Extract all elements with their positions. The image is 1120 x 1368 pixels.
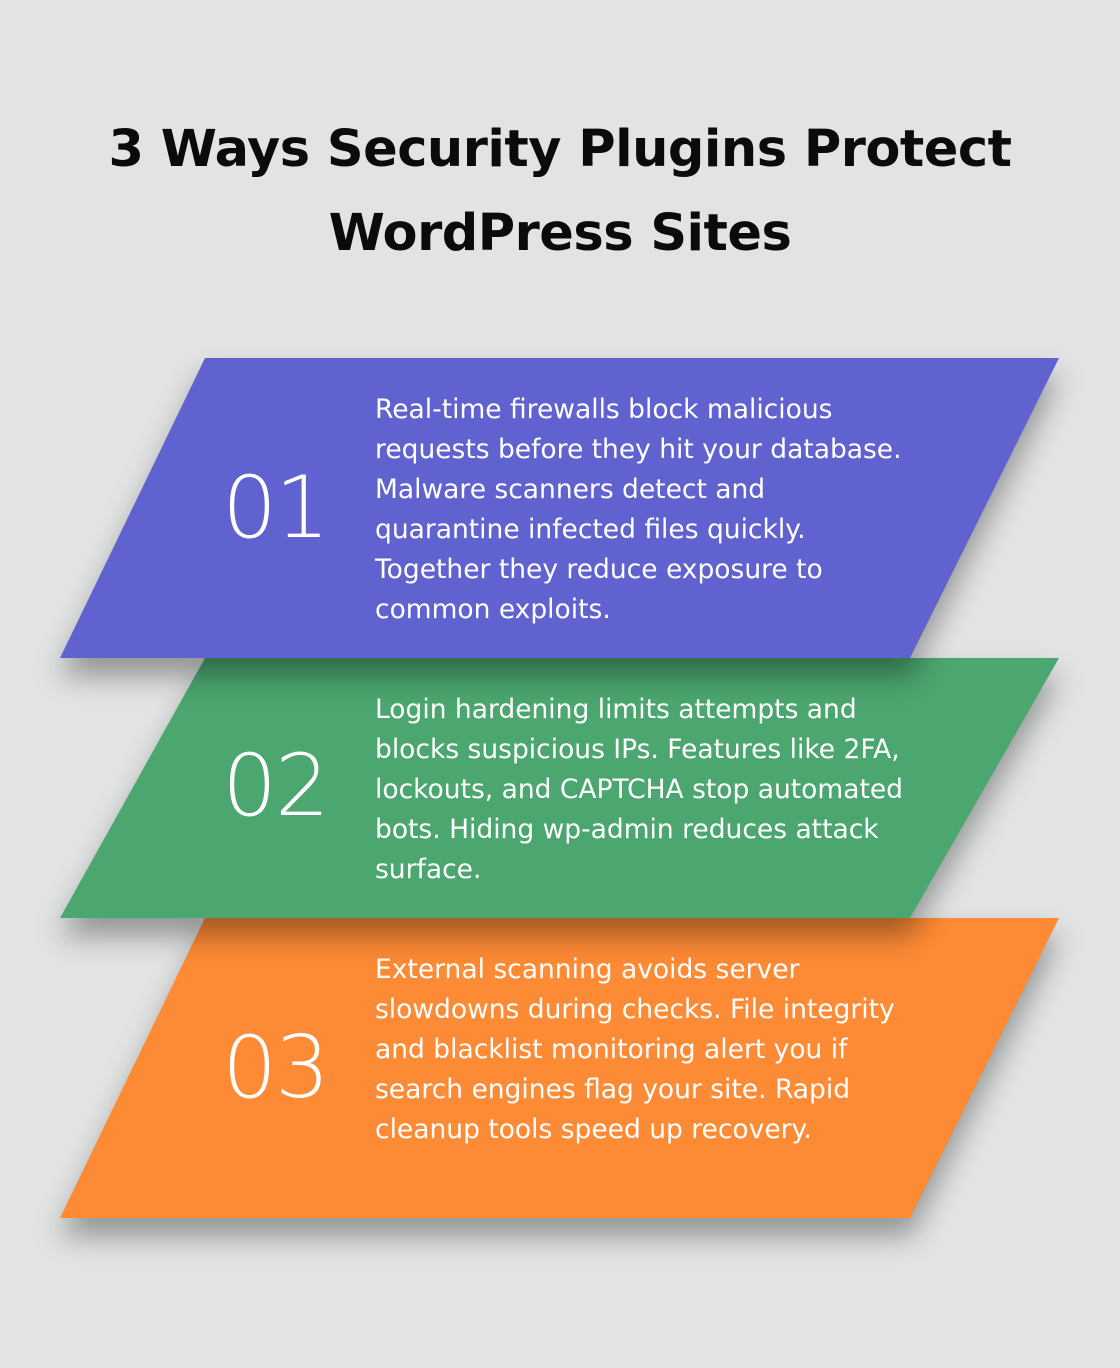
step-1-band bbox=[0, 358, 1120, 658]
step-2-description: Login hardening limits attempts and bloc… bbox=[375, 694, 903, 885]
step-1: 01 Real-time firewalls block malicious r… bbox=[0, 358, 1120, 658]
step-2-number: 02 bbox=[222, 736, 329, 836]
step-2: 02 Login hardening limits attempts and b… bbox=[0, 658, 1120, 918]
step-1-number: 01 bbox=[222, 458, 329, 558]
page-title: 3 Ways Security Plugins Protect WordPres… bbox=[0, 108, 1120, 276]
title-line-2: WordPress Sites bbox=[328, 204, 792, 263]
step-3-description: External scanning avoids server slowdown… bbox=[375, 954, 895, 1145]
step-2-band bbox=[0, 658, 1120, 918]
step-2-parallelogram bbox=[60, 658, 1059, 918]
step-3-band bbox=[0, 918, 1120, 1218]
step-3: 03 External scanning avoids server slowd… bbox=[0, 918, 1120, 1218]
step-3-number: 03 bbox=[222, 1018, 329, 1118]
step-1-description: Real-time firewalls block malicious requ… bbox=[375, 394, 902, 625]
step-1-parallelogram bbox=[60, 358, 1059, 658]
step-3-parallelogram bbox=[60, 918, 1059, 1218]
title-line-1: 3 Ways Security Plugins Protect bbox=[108, 120, 1012, 179]
